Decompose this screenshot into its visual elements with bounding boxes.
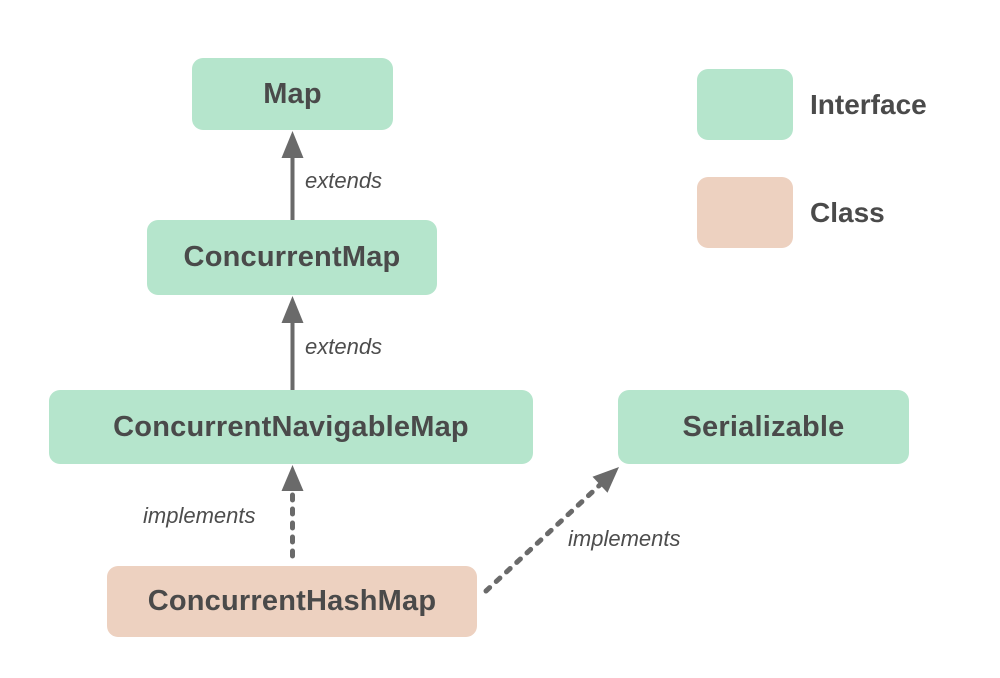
edge-concurrenthashmap-implements-concurrentnavigablemap	[281, 465, 304, 564]
node-serializable-label: Serializable	[682, 410, 845, 443]
edge-concurrentmap-extends-map	[281, 131, 304, 221]
edge-label-extends-top: extends	[305, 168, 383, 193]
legend-item-class: Class	[697, 177, 885, 248]
node-concurrenthashmap-label: ConcurrentHashMap	[147, 585, 437, 617]
edge-concurrenthashmap-implements-serializable	[483, 467, 619, 594]
node-serializable: Serializable	[618, 390, 909, 464]
edge-label-implements-right: implements	[568, 526, 681, 551]
legend-interface-swatch	[697, 69, 793, 140]
node-concurrenthashmap: ConcurrentHashMap	[107, 566, 477, 637]
node-concurrentmap: ConcurrentMap	[147, 220, 437, 295]
node-concurrentnavigablemap-label: ConcurrentNavigableMap	[113, 410, 469, 443]
edge-label-extends-middle: extends	[305, 334, 383, 359]
edge-concurrentnavigablemap-extends-concurrentmap	[281, 296, 304, 390]
node-concurrentmap-label: ConcurrentMap	[183, 241, 401, 273]
node-map: Map	[192, 58, 393, 130]
legend-item-interface: Interface	[697, 69, 927, 140]
legend-class-swatch	[697, 177, 793, 248]
node-map-label: Map	[263, 77, 322, 110]
legend-class-label: Class	[810, 196, 885, 228]
node-concurrentnavigablemap: ConcurrentNavigableMap	[49, 390, 533, 464]
legend-interface-label: Interface	[810, 88, 927, 120]
edge-label-implements-left: implements	[143, 503, 256, 528]
